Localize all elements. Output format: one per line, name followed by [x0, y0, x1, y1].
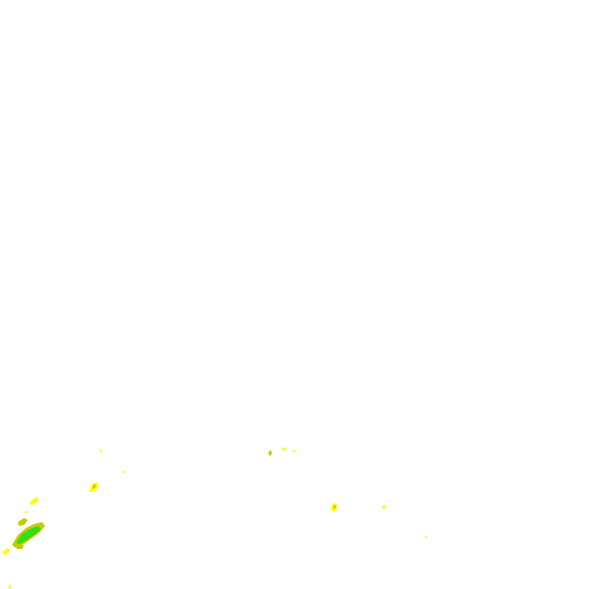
echo-cluster-west — [89, 449, 126, 492]
echo-speck — [8, 585, 12, 589]
echo-core — [333, 505, 336, 509]
echo-blob — [17, 545, 24, 549]
echo-speck — [122, 470, 126, 474]
echo-speck — [382, 505, 386, 509]
echo-blob — [268, 450, 272, 456]
echo-cluster-central — [268, 447, 296, 456]
echo-blob — [18, 518, 28, 526]
echo-speck — [292, 449, 296, 453]
echo-core — [16, 526, 41, 544]
echo-cluster-southwest — [2, 497, 45, 589]
echo-speck — [24, 510, 28, 514]
echo-blob — [2, 548, 10, 555]
echo-speck — [425, 536, 427, 538]
echo-core — [92, 484, 96, 489]
echo-speck — [99, 449, 103, 453]
echo-blob — [30, 497, 39, 505]
echo-speck — [282, 447, 286, 451]
echo-cluster-southeast — [331, 503, 427, 538]
